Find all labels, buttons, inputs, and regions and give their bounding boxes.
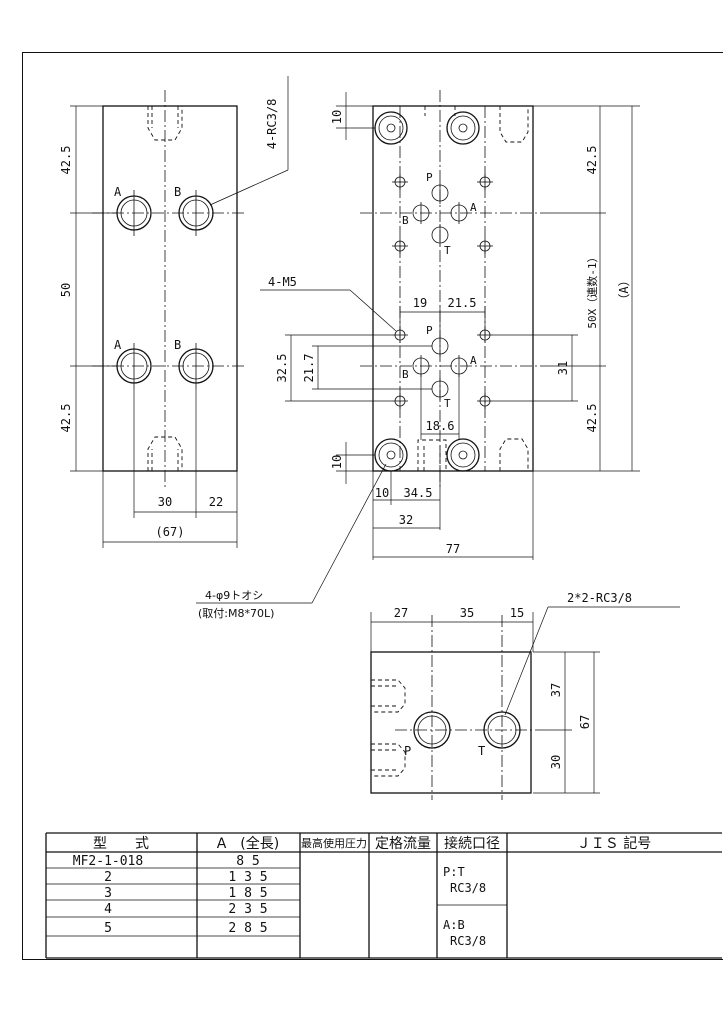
callout-rc3-8-end: 2*2-RC3/8 xyxy=(567,591,632,605)
dim-center-34-5: 34.5 xyxy=(404,486,433,500)
left-view-body xyxy=(102,105,238,472)
lower-port-pattern: P B A T xyxy=(392,324,493,410)
dim-center-pitch: 50X（連数-1） xyxy=(585,251,599,328)
dim-center-a: （A） xyxy=(617,274,631,305)
table-cell-length: 1 3 5 xyxy=(228,870,267,885)
table-cell-model: 4 xyxy=(104,902,112,917)
label-end-port-t: T xyxy=(478,744,485,758)
table-header-length: A (全長) xyxy=(217,835,280,852)
dim-left-top: 42.5 xyxy=(59,146,73,175)
dim-center-77: 77 xyxy=(446,542,460,556)
dim-end-27: 27 xyxy=(394,606,408,620)
table-cell-length: 8 5 xyxy=(236,854,259,869)
port-b-upper xyxy=(178,190,214,236)
end-view: P T 27 35 15 37 30 67 2*2-RC3/8 xyxy=(370,591,680,800)
table-cell-length: 2 3 5 xyxy=(228,902,267,917)
dim-center-10-bottom: 10 xyxy=(330,455,344,469)
dim-center-42-5-bottom: 42.5 xyxy=(585,404,599,433)
dim-end-30: 30 xyxy=(549,755,563,769)
table-cell-length: 2 8 5 xyxy=(228,921,267,936)
end-port-t xyxy=(483,711,521,749)
dim-left-mid: 50 xyxy=(59,283,73,297)
thru-hole-bottom-right xyxy=(446,438,480,472)
left-view: A B A B 42.5 50 42.5 30 22 (67) 4-RC3/8 xyxy=(59,76,289,548)
dim-center-32-5: 32.5 xyxy=(275,354,289,383)
dim-end-35: 35 xyxy=(460,606,474,620)
dim-left-w1: 30 xyxy=(158,495,172,509)
table-cell-model: 5 xyxy=(104,921,112,936)
table-conn-pt-label: P:T xyxy=(443,865,465,879)
table-header-jis: ＪＩＳ 記号 xyxy=(577,835,651,852)
dim-left-total: (67) xyxy=(156,525,185,539)
drawing-frame xyxy=(22,52,723,960)
label-port-a-upper: A xyxy=(114,185,122,199)
label-port-b-lower: B xyxy=(174,338,181,352)
thru-hole-bottom-left xyxy=(374,438,408,472)
label-port-p-upper: P xyxy=(426,171,433,184)
label-port-a-lower-c: A xyxy=(470,354,477,367)
dim-center-32: 32 xyxy=(399,513,413,527)
dim-center-10-top: 10 xyxy=(330,110,344,124)
label-port-t-upper: T xyxy=(444,244,451,257)
table-header-pressure: 最高使用圧力 xyxy=(301,836,367,850)
callout-thru-hole: 4-φ9トオシ xyxy=(205,589,263,602)
dim-center-21-7: 21.7 xyxy=(302,354,316,383)
dim-end-67: 67 xyxy=(578,715,592,729)
center-view-body xyxy=(372,105,534,472)
label-port-t-lower: T xyxy=(444,397,451,410)
dim-end-37: 37 xyxy=(549,683,563,697)
upper-port-pattern: P B A T xyxy=(392,171,493,257)
end-port-p xyxy=(413,711,451,749)
end-view-body xyxy=(370,651,532,794)
table-cell-model: 2 xyxy=(104,870,112,885)
table-conn-ab-size: RC3/8 xyxy=(450,934,486,948)
table-cell-model: MF2-1-018 xyxy=(73,854,143,869)
callout-m5: 4-M5 xyxy=(268,275,297,289)
dim-left-bottom: 42.5 xyxy=(59,404,73,433)
label-port-p-lower: P xyxy=(426,324,433,337)
spec-table: 型 式 A (全長) 最高使用圧力 定格流量 接続口径 ＪＩＳ 記号 MF2-1… xyxy=(45,832,722,959)
callout-thru-hole-sub: (取付:M8*70L) xyxy=(198,607,274,620)
label-port-b-lower-c: B xyxy=(402,368,409,381)
label-port-a-upper-c: A xyxy=(470,201,477,214)
thru-hole-top-left xyxy=(374,111,408,145)
dim-center-31: 31 xyxy=(556,361,570,375)
dim-left-w2: 22 xyxy=(209,495,223,509)
table-header-flow: 定格流量 xyxy=(375,836,431,852)
dim-center-18-6: 18.6 xyxy=(426,419,455,433)
table-cell-length: 1 8 5 xyxy=(228,886,267,901)
port-b-lower xyxy=(178,343,214,389)
table-header-model: 型 式 xyxy=(93,836,149,852)
label-port-b-upper: B xyxy=(174,185,181,199)
dim-end-15: 15 xyxy=(510,606,524,620)
dim-center-42-5-top: 42.5 xyxy=(585,146,599,175)
table-conn-ab-label: A:B xyxy=(443,918,465,932)
label-end-port-p: P xyxy=(404,744,411,758)
center-view: P B A T P B A T 10 10 xyxy=(196,90,640,620)
label-port-a-lower: A xyxy=(114,338,122,352)
dim-center-21-5: 21.5 xyxy=(448,296,477,310)
label-port-b-upper-c: B xyxy=(402,214,409,227)
table-cell-model: 3 xyxy=(104,886,112,901)
thru-hole-top-right xyxy=(446,111,480,145)
table-conn-pt-size: RC3/8 xyxy=(450,881,486,895)
dim-center-10-h: 10 xyxy=(375,486,389,500)
table-header-connection: 接続口径 xyxy=(444,835,500,852)
dim-center-19: 19 xyxy=(413,296,427,310)
callout-rc3-8-left: 4-RC3/8 xyxy=(265,99,279,150)
